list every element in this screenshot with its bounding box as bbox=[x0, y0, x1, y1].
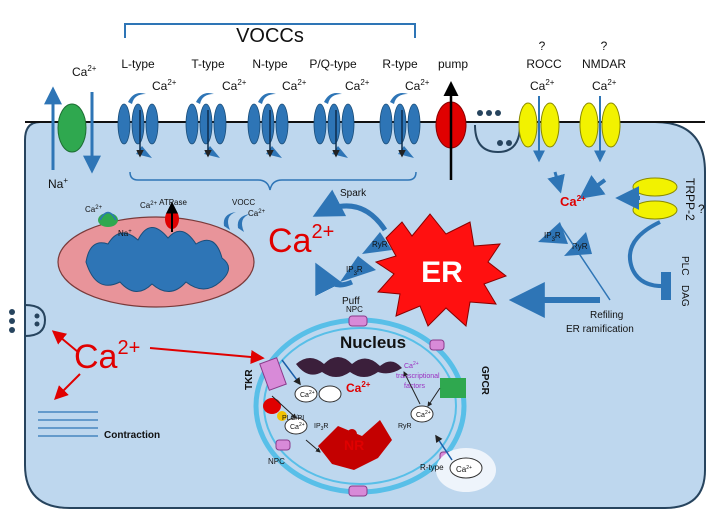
pump-label: pump bbox=[438, 57, 468, 71]
mito-na-label: Na+ bbox=[118, 229, 132, 238]
ca-to-vesicle-arrow bbox=[51, 330, 79, 353]
exchanger-ca-label: Ca2+ bbox=[72, 64, 97, 79]
nmdar-label: NMDAR bbox=[582, 57, 626, 71]
nmdar-channel bbox=[579, 96, 621, 163]
plc-label: PLC bbox=[679, 256, 690, 275]
gpcr-label: GPCR bbox=[479, 366, 490, 396]
rocc-influx-arrow bbox=[579, 175, 607, 199]
voccs-title: VOCCs bbox=[236, 25, 304, 47]
er-label: ER bbox=[421, 256, 463, 289]
contraction-lines bbox=[38, 411, 98, 437]
r-type-ca-label: Ca2+ bbox=[456, 465, 472, 474]
ramification-line bbox=[559, 224, 611, 301]
dag-label: DAG bbox=[679, 285, 690, 307]
cell-body bbox=[24, 121, 706, 509]
trpp2-channel bbox=[615, 177, 678, 220]
endocytic-vesicle bbox=[474, 110, 521, 154]
mito-ca-label: Ca2+ bbox=[85, 205, 103, 214]
na-ca-exchanger bbox=[44, 86, 101, 174]
rocc-question: ? bbox=[539, 39, 546, 53]
refilling-label: Refiling bbox=[590, 310, 623, 321]
vocc-channel-2 bbox=[185, 93, 227, 158]
tf-line-1: Ca2+ bbox=[404, 361, 419, 370]
puff-label: Puff bbox=[342, 296, 360, 307]
spark-arrow bbox=[312, 189, 388, 232]
npc-top-label: NPC bbox=[346, 305, 363, 314]
nucleus-ryr-label: RyR bbox=[398, 423, 412, 430]
svg-text:Ca2+: Ca2+ bbox=[345, 78, 370, 93]
rocc-ca-label: Ca2+ bbox=[530, 78, 555, 93]
channel-label-r-type: R-type bbox=[382, 57, 418, 71]
left-membrane-vesicle bbox=[9, 304, 47, 337]
rocc-label: ROCC bbox=[526, 57, 562, 71]
plc-feedback-arrow bbox=[627, 220, 669, 289]
endoplasmic-reticulum bbox=[374, 213, 508, 327]
voccs-bracket bbox=[124, 23, 416, 38]
trpp-question: ? bbox=[698, 202, 705, 216]
oval-ca-3: Ca2+ bbox=[416, 410, 431, 419]
tf-line-2: transcriptional bbox=[396, 373, 440, 380]
channel-label-l-type: L-type bbox=[121, 57, 155, 71]
rocc-channel bbox=[518, 96, 560, 163]
mitochondrion bbox=[57, 201, 255, 308]
plc-bar bbox=[661, 272, 671, 300]
nucleus-arrows bbox=[271, 359, 453, 461]
puff-arrow bbox=[315, 262, 354, 297]
channel-label-n-type: N-type bbox=[252, 57, 288, 71]
oval-ca-2: Ca2+ bbox=[290, 422, 305, 431]
calcium-pump bbox=[435, 81, 467, 180]
nr-label: NR bbox=[344, 437, 364, 453]
tkr-label: TKR bbox=[244, 369, 255, 390]
mito-atpase-label: Ca2+ATPase bbox=[140, 198, 187, 210]
npc-bottom-label: NPC bbox=[268, 457, 285, 466]
nucleus-r-type-label: R-type bbox=[420, 463, 444, 472]
svg-text:Ca2+: Ca2+ bbox=[222, 78, 247, 93]
nmdar-question: ? bbox=[601, 39, 608, 53]
svg-text:Ca2+: Ca2+ bbox=[405, 78, 430, 93]
vocc-channel-4 bbox=[313, 93, 355, 158]
ramification-label: ER ramification bbox=[566, 324, 634, 335]
contraction-label: Contraction bbox=[104, 430, 160, 441]
vocc-channel-1 bbox=[117, 93, 159, 158]
trpp-label: TRPP-2 bbox=[683, 178, 697, 221]
nucleus-ca-label: Ca2+ bbox=[346, 380, 371, 395]
channel-label-pq-type: P/Q-type bbox=[309, 57, 357, 71]
nucleus-title: Nucleus bbox=[340, 333, 406, 352]
mito-vocc-label: VOCC bbox=[232, 198, 255, 207]
plc-pi-label: PLC/PI bbox=[282, 415, 304, 422]
vocc-channel-group bbox=[117, 93, 421, 158]
ca-to-nucleus-arrow bbox=[149, 347, 265, 364]
channel-ca-labels: Ca2+ Ca2+ Ca2+ Ca2+ Ca2+ bbox=[152, 78, 430, 93]
channel-label-t-type: T-type bbox=[191, 57, 225, 71]
nucleus bbox=[253, 315, 496, 497]
er-ryr-2: RyR bbox=[572, 242, 588, 251]
voccs-lower-bracket bbox=[129, 171, 417, 191]
oval-ca-1: Ca2+ bbox=[300, 390, 315, 399]
mito-vocc-ca-label: Ca2+ bbox=[248, 209, 266, 218]
er-ip3r-1: IP3R bbox=[346, 265, 363, 277]
svg-text:Ca2+: Ca2+ bbox=[282, 78, 307, 93]
spark-label: Spark bbox=[340, 188, 367, 199]
exchanger-na-label: Na+ bbox=[48, 176, 68, 191]
svg-text:Ca2+: Ca2+ bbox=[152, 78, 177, 93]
tf-line-3: factors bbox=[404, 383, 426, 390]
er-ryr-1: RyR bbox=[372, 240, 388, 249]
nmdar-ca-label: Ca2+ bbox=[592, 78, 617, 93]
ca-to-contraction-arrow bbox=[54, 373, 81, 400]
vocc-channel-5 bbox=[379, 93, 421, 158]
cytosol-ca-large: Ca2+ bbox=[74, 337, 140, 376]
er-ip3r-2: IP3R bbox=[544, 231, 561, 243]
rocc-region-ca: Ca2+ bbox=[560, 194, 586, 209]
er-receptors bbox=[340, 222, 592, 282]
spark-ca-large: Ca2+ bbox=[268, 221, 334, 260]
rocc-influx-arrow-2 bbox=[547, 171, 565, 194]
vocc-channel-3 bbox=[247, 93, 289, 158]
nucleus-ip3r-label: IP3R bbox=[314, 423, 328, 432]
